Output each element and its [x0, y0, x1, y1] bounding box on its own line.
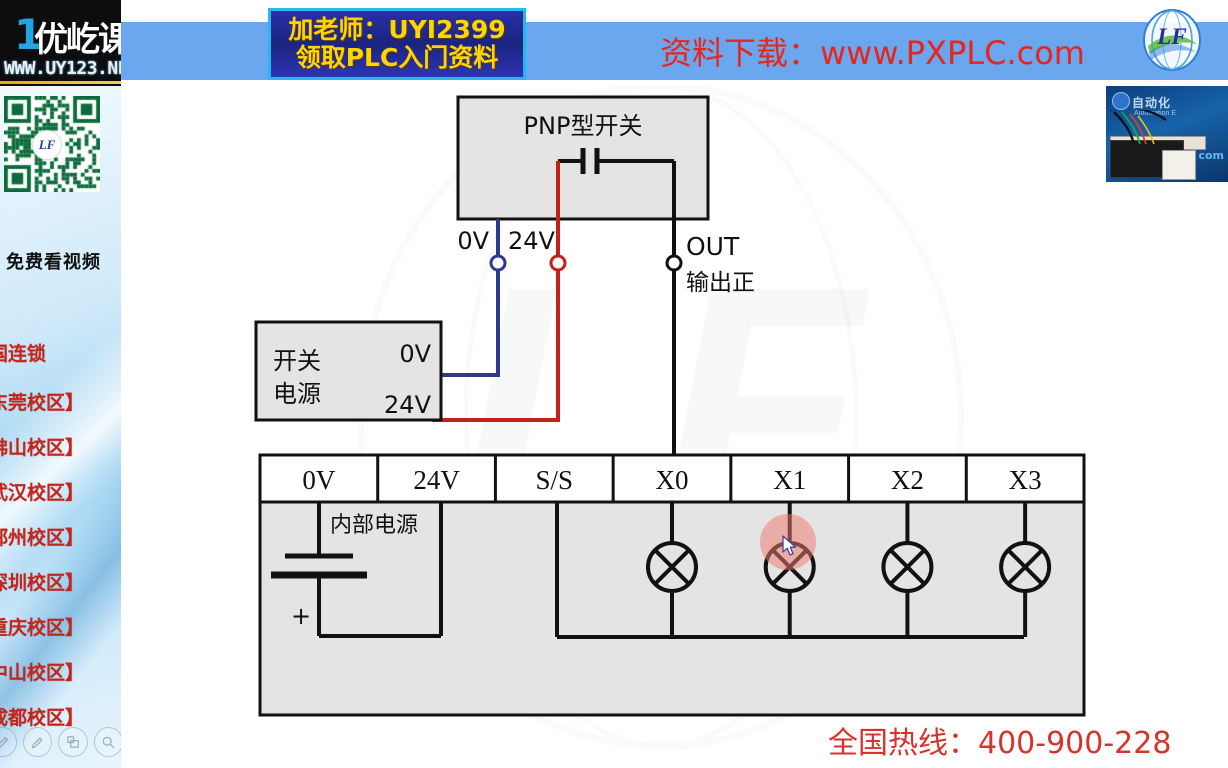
- promo-banner: 加老师：UYI2399 领取PLC入门资料: [268, 8, 526, 80]
- label-switch-24v: 24V: [508, 227, 556, 255]
- logo-website-url: WWW.UY123.NET: [4, 58, 121, 79]
- campus-item: 【重庆校区】: [0, 617, 85, 639]
- plc-terminal-label-x1[interactable]: X1: [773, 465, 806, 495]
- promo-line-1: 加老师：UYI2399: [288, 15, 506, 44]
- plc-terminal-label-0v[interactable]: 0V: [302, 465, 336, 495]
- campus-item: 【深圳校区】: [0, 572, 85, 594]
- qr-center-logo: LF: [32, 130, 62, 160]
- input-lamp-x3: [999, 502, 1052, 637]
- screenshot-icon[interactable]: [58, 727, 88, 757]
- input-lamp-x2: [881, 502, 934, 637]
- campus-list: 全国连锁 【东莞校区】 【佛山校区】 【武汉校区】 【郑州校区】 【深圳校区】 …: [0, 345, 121, 754]
- terminal-node-24v: [549, 254, 567, 272]
- plc-internal-power-supply: 内部电源 +: [271, 502, 443, 638]
- logo-chinese-name: 优屹课堂: [34, 20, 121, 60]
- power-supply-terminal-0v: 0V: [399, 340, 431, 368]
- lf-logo: LF: [1140, 8, 1204, 72]
- video-thumb-title: 自动化: [1132, 96, 1172, 110]
- campus-list-heading: 全国连锁: [0, 343, 47, 365]
- video-thumb-domain: com: [1198, 149, 1224, 162]
- plc-terminal-label-ss[interactable]: S/S: [536, 465, 574, 495]
- campus-item: 【成都校区】: [0, 707, 85, 729]
- terminal-node-0v: [489, 254, 507, 272]
- promo-line-2: 领取PLC入门资料: [295, 43, 499, 72]
- logo-underline: [0, 81, 121, 84]
- plc-terminal-label-x0[interactable]: X0: [656, 465, 689, 495]
- left-sidebar: 1 优屹课堂 WWW.UY123.NET LF 免费看视频 全国连锁 【东莞校区…: [0, 0, 121, 768]
- pen-icon[interactable]: [0, 727, 18, 757]
- video-thumb-badge-icon: [1112, 92, 1130, 110]
- label-switch-out-sub: 输出正: [686, 270, 755, 296]
- qr-center-logo-text: LF: [38, 137, 56, 152]
- wiring-diagram-svg: LF PNP型开关 0V: [254, 86, 1086, 750]
- magnifier-icon[interactable]: [93, 727, 121, 757]
- power-supply-label-line1: 开关: [273, 347, 321, 375]
- plc-terminal-strip: [258, 453, 1086, 504]
- video-thumbnail[interactable]: 自动化 Automation E com: [1106, 86, 1228, 182]
- power-supply-box: [254, 320, 443, 422]
- input-lamp-x0: [646, 502, 698, 637]
- power-supply-terminal-24v: 24V: [384, 391, 432, 419]
- campus-item: 【中山校区】: [0, 662, 85, 684]
- brand-logo-block: 1 优屹课堂 WWW.UY123.NET: [0, 0, 121, 86]
- video-thumb-wires: [1110, 110, 1167, 145]
- plc-terminal-label-x3[interactable]: X3: [1009, 465, 1042, 495]
- label-switch-out: OUT: [686, 232, 740, 261]
- campus-item: 【武汉校区】: [0, 482, 85, 504]
- download-url-text: 资料下载：www.PXPLC.com: [660, 34, 1085, 72]
- wire-out: [665, 219, 683, 478]
- qr-caption: 免费看视频: [6, 252, 101, 273]
- campus-item: 【东莞校区】: [0, 392, 85, 414]
- label-switch-0v: 0V: [457, 227, 489, 255]
- svg-text:LF: LF: [1156, 24, 1186, 49]
- switch-contact-symbol: [558, 148, 676, 219]
- wire-24v: [432, 161, 567, 422]
- logo-mark: 1: [14, 10, 44, 59]
- pnp-switch-title: PNP型开关: [524, 112, 643, 140]
- campus-item: 【郑州校区】: [0, 527, 85, 549]
- plc-terminal-label-x2[interactable]: X2: [891, 465, 924, 495]
- floating-toolbar[interactable]: ⋯: [0, 724, 121, 760]
- power-supply-label-line2: 电源: [273, 380, 321, 408]
- plc-internal-supply-label: 内部电源: [330, 513, 418, 538]
- video-thumb-chip: [1162, 150, 1196, 180]
- hotline-text: 全国热线：400-900-228: [828, 726, 1172, 761]
- plc-terminal-label-24v[interactable]: 24V: [413, 465, 460, 495]
- plc-battery-plus-sign: +: [291, 602, 311, 630]
- campus-item: 【佛山校区】: [0, 437, 85, 459]
- plc-terminals: 0V 24V S/S X0 X1 X2 X3: [302, 455, 1042, 502]
- edit-icon[interactable]: [23, 727, 53, 757]
- wiring-diagram: LF PNP型开关 0V: [121, 86, 1228, 768]
- terminal-node-out: [665, 254, 683, 272]
